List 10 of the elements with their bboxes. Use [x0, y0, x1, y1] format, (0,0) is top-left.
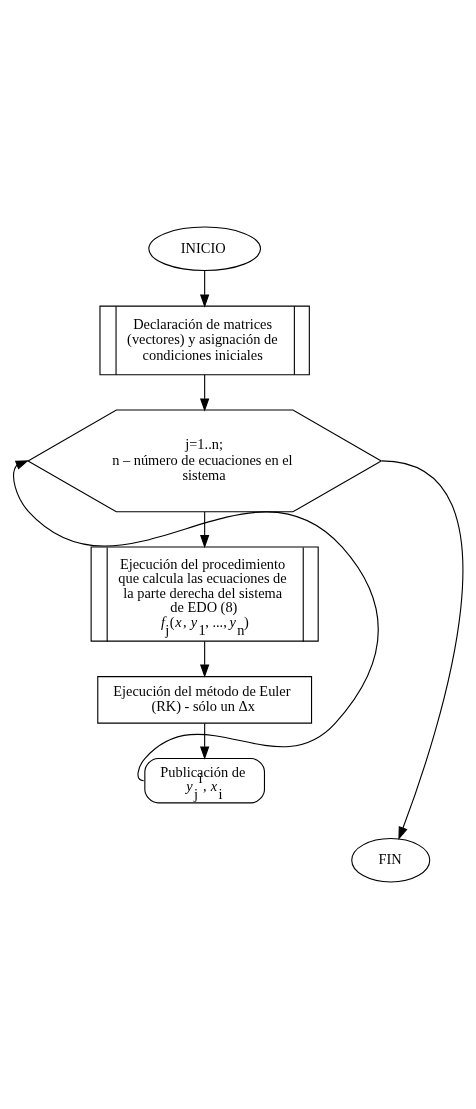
arrow: [199, 640, 209, 678]
arrow: [12, 460, 378, 782]
arrow: [199, 511, 209, 549]
node-ellipse: INICIO: [147, 226, 261, 272]
arrow: [380, 460, 463, 841]
node-ellipse: FIN: [350, 837, 430, 883]
arrow: [199, 270, 209, 308]
arrow: [199, 374, 209, 412]
arrow: [199, 722, 209, 760]
node-box: Ejecución del método de Euler (RK) - sólo un Δx: [96, 676, 312, 724]
